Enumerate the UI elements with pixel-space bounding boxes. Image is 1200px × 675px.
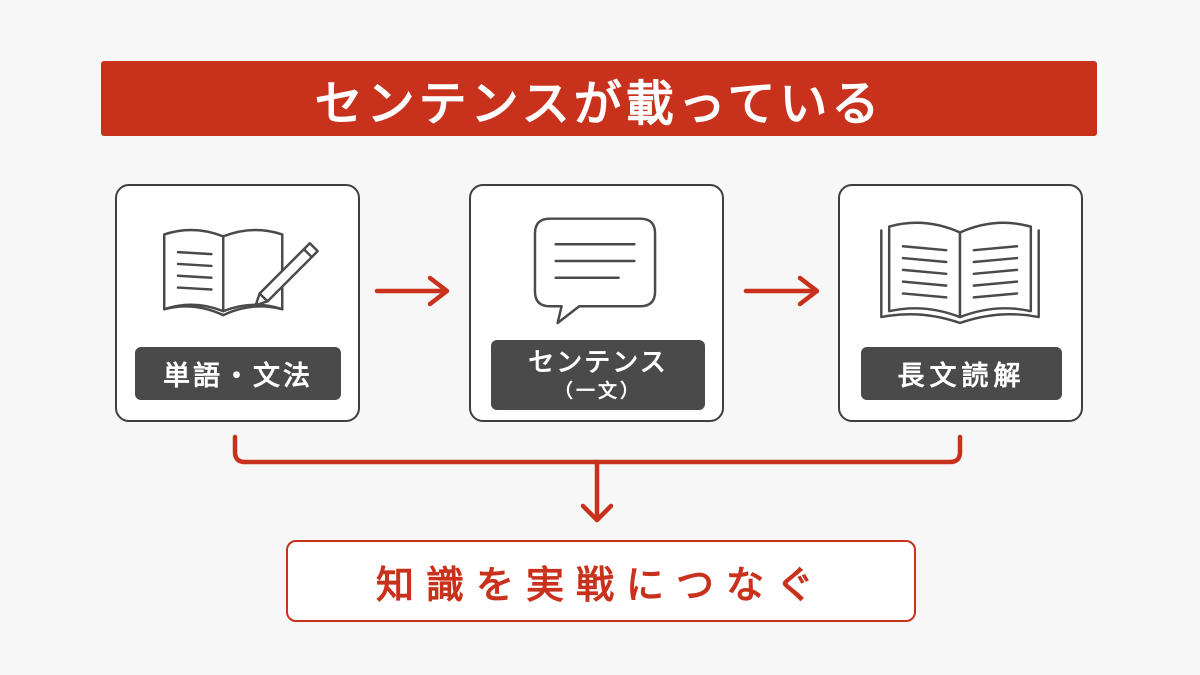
open-book-icon bbox=[880, 221, 1040, 325]
diagram-title: センテンスが載っている bbox=[314, 75, 884, 132]
speech-bubble-icon bbox=[533, 217, 657, 325]
arrow-step2-to-step3 bbox=[743, 275, 820, 307]
step-label-text: センテンス bbox=[528, 348, 668, 378]
step-label-vocabulary-grammar: 単語・文法 bbox=[135, 347, 341, 400]
step-card-reading: 長文読解 bbox=[838, 184, 1083, 422]
step-label-text: 長文読解 bbox=[897, 361, 1026, 392]
step-label-sentence: センテンス （一文） bbox=[491, 340, 705, 410]
step-card-sentence: センテンス （一文） bbox=[469, 184, 724, 422]
result-box: 知識を実戦につなぐ bbox=[286, 540, 916, 622]
step-sublabel-text: （一文） bbox=[553, 380, 642, 402]
arrow-step1-to-step2 bbox=[374, 275, 450, 307]
result-text: 知識を実戦につなぐ bbox=[375, 562, 826, 607]
step-label-reading: 長文読解 bbox=[861, 347, 1062, 400]
step-label-text: 単語・文法 bbox=[163, 361, 313, 392]
step-card-vocabulary-grammar: 単語・文法 bbox=[115, 184, 360, 422]
notebook-pencil-icon bbox=[162, 228, 319, 317]
title-banner: センテンスが載っている bbox=[101, 61, 1097, 136]
bracket-connector bbox=[232, 434, 963, 523]
